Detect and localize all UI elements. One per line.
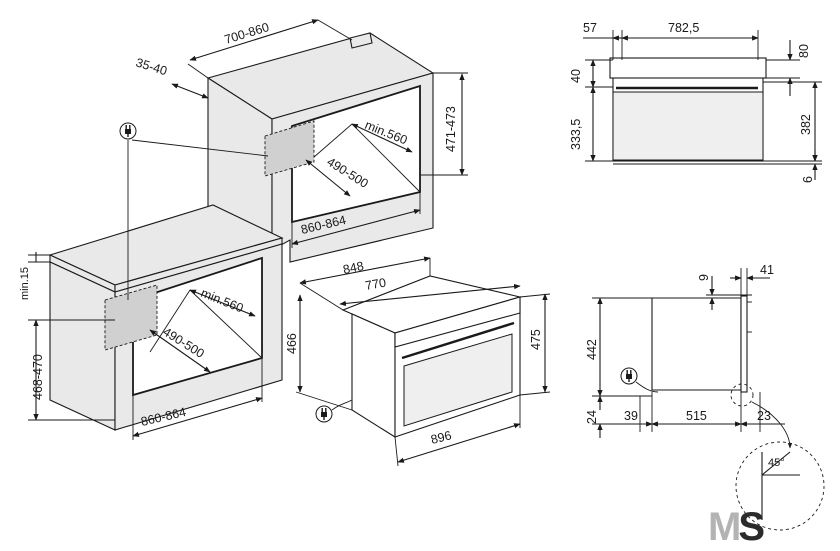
label-23: 23 [757, 409, 771, 423]
plug-icon [119, 122, 137, 140]
side-section-body [651, 297, 742, 391]
wall-unit-view [48, 32, 435, 293]
label-471-473: 471-473 [444, 106, 458, 152]
label-41: 41 [760, 263, 774, 277]
label-475: 475 [529, 329, 543, 350]
label-9: 9 [697, 274, 711, 281]
logo-letter-m: MS [708, 505, 764, 549]
label-896: 896 [429, 428, 453, 447]
appliance-side [351, 313, 396, 438]
label-468-470: 468-470 [31, 354, 45, 400]
label-442: 442 [585, 339, 599, 360]
label-848: 848 [342, 259, 365, 277]
label-515: 515 [686, 409, 707, 423]
appliance-view [315, 275, 523, 438]
label-382: 382 [799, 114, 813, 135]
label-35-40: 35-40 [134, 55, 169, 78]
side-section-dimensions: 9 41 442 24 39 515 23 [585, 263, 785, 438]
front-section-dimensions: 57 782,5 80 40 333,5 382 6 [569, 21, 822, 183]
front-section-view [609, 57, 767, 165]
label-min-15: min.15 [19, 267, 31, 300]
label-39: 39 [624, 409, 638, 423]
side-plug-icon [620, 367, 638, 385]
label-24: 24 [585, 410, 599, 424]
label-40: 40 [569, 69, 583, 83]
label-80: 80 [797, 44, 811, 58]
brand-logo: MS [708, 505, 767, 549]
label-466: 466 [285, 333, 299, 354]
label-333-5: 333,5 [569, 119, 583, 150]
label-782-5: 782,5 [668, 21, 699, 35]
label-57: 57 [583, 21, 597, 35]
appliance-plug-icon [315, 405, 333, 423]
angle-detail: 45° [735, 441, 825, 531]
side-section-view: 45° [620, 295, 825, 531]
column-socket-zone [104, 284, 158, 351]
plug-leaders [119, 122, 269, 300]
detail-circle [730, 383, 754, 407]
label-700-860: 700-860 [223, 20, 271, 47]
label-45-deg: 45° [768, 457, 785, 469]
appliance-dimensions: 848 770 466 475 896 [285, 256, 551, 467]
label-770: 770 [364, 276, 387, 293]
label-6: 6 [801, 176, 815, 183]
appliance-glass [403, 333, 513, 427]
